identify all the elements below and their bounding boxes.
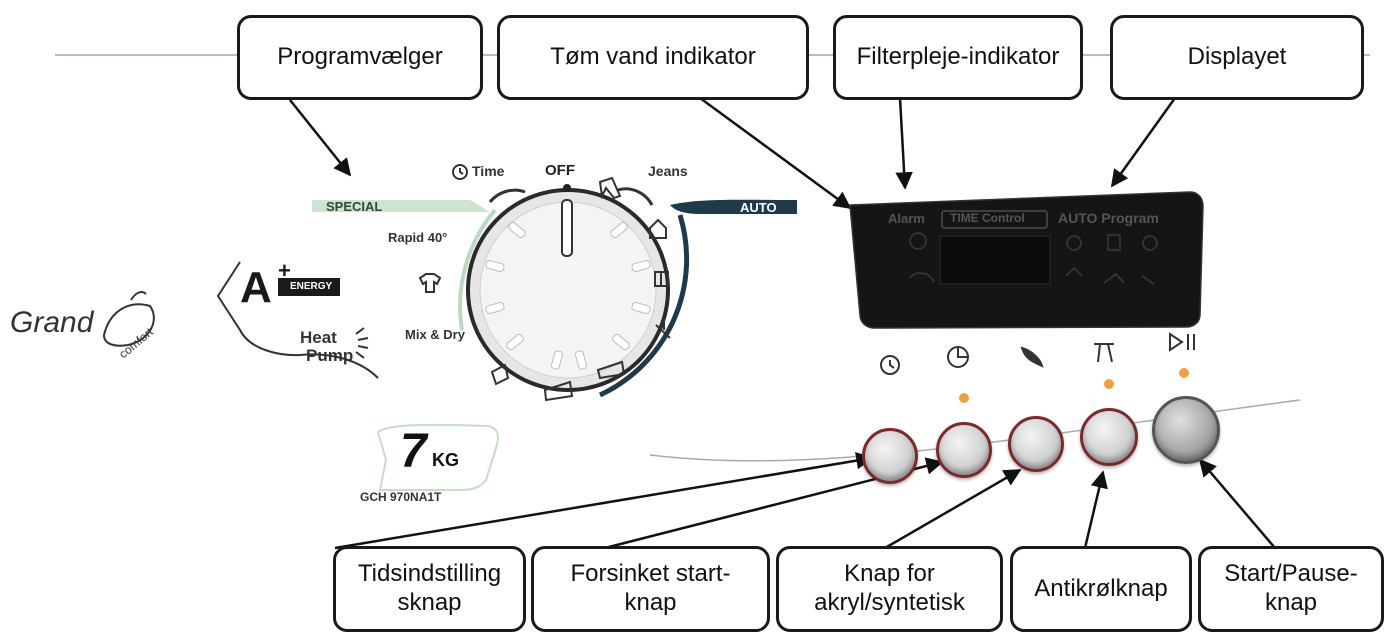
energy-label-frame [216,261,379,379]
energy-class-plus: + [278,258,291,283]
anticrease-icon [1094,343,1114,363]
panel-label-auto-program: AUTO Program [1058,210,1159,226]
special-band [312,200,490,212]
dial-label-off: OFF [545,162,575,179]
callout-anticrease-button: Antikrølknap [1010,546,1192,632]
wave-icon [543,380,574,402]
anticrease-button[interactable] [1080,408,1138,466]
heat-pump-rays [355,327,369,359]
panel-label-time-control: TIME Control [950,211,1025,225]
auto-band [670,199,797,214]
callout-delay-button: Forsinket start- knap [531,546,770,632]
callout-acrylic-button: Knap for akryl/syntetisk [776,546,1003,632]
energy-word: ENERGY [290,281,333,292]
pump-label: Pump [306,346,354,365]
arrow-anticrease-button [1083,470,1108,549]
callout-filter-indicator: Filterpleje-indikator [833,15,1083,100]
callout-display: Displayet [1110,15,1364,100]
auto-arc [598,214,690,398]
brand-grand: Grand [10,306,94,339]
play-pause-icon [1169,332,1184,352]
grand-comfort-logo-swoosh [102,303,155,347]
leaf-icon [1020,346,1044,368]
dial-label-jeans: Jeans [648,163,688,179]
callout-time-button: Tidsindstilling sknap [333,546,526,632]
led-start-pause [1179,368,1189,378]
arrow-time-button [334,451,874,550]
energy-class-letter: A [240,263,272,312]
dial-label-auto: AUTO [740,200,777,215]
model-number: GCH 970NA1T [360,490,442,504]
capacity-number: 7 [400,425,427,478]
arrow-display [1110,97,1177,188]
dial-label-mix-dry: Mix & Dry [405,327,465,342]
hanger-icon [655,318,671,339]
start-pause-button[interactable] [1152,396,1220,464]
clock-icon [452,164,468,180]
arrow-program-selector [289,99,352,177]
dial-label-rapid: Rapid 40° [388,230,448,245]
led-anticrease [1104,379,1114,389]
callout-drain-indicator: Tøm vand indikator [497,15,809,100]
dial-label-time: Time [472,163,505,179]
timer-icon [880,355,900,375]
jeans-icon [598,176,622,200]
dial-label-special: SPECIAL [326,199,383,214]
wool-icon [490,363,510,386]
arrow-acrylic-button [884,468,1022,550]
capacity-frame [376,423,499,491]
callout-program-selector: Programvælger [237,15,483,100]
time-button[interactable] [862,428,918,484]
arrow-start-pause-button [1198,458,1276,549]
callout-start-pause-button: Start/Pause- knap [1198,546,1384,632]
house-icon [649,218,667,239]
arrow-drain-indicator [699,96,852,210]
panel-label-alarm: Alarm [888,211,925,226]
shirt-icon [418,273,442,293]
capacity-unit: KG [432,450,459,470]
acrylic-synthetic-button[interactable] [1008,416,1064,472]
delay-start-button[interactable] [936,422,992,478]
arrow-filter-indicator [895,97,913,190]
iron-icon [596,360,626,380]
led-delay [959,393,969,403]
heat-label: Heat [300,328,337,347]
dial-pointer [561,199,573,257]
